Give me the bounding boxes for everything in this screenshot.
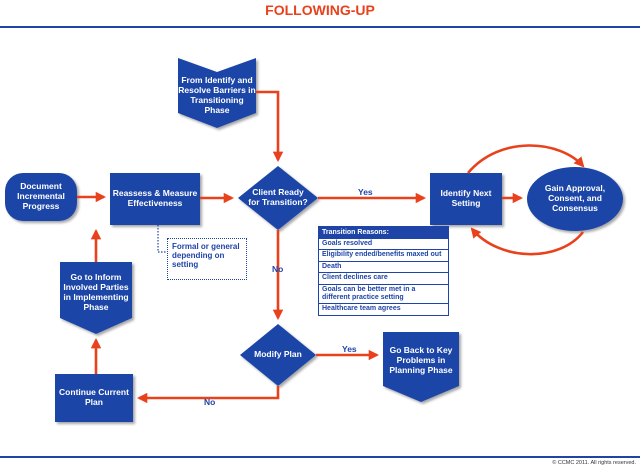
inform-parties-shape [60,262,132,334]
client-ready-shape [238,166,318,230]
transition-reason-item: Client declines care [319,272,448,283]
reassess-shape [110,173,200,225]
page-title: FOLLOWING-UP [265,2,375,18]
modify-plan-shape [240,324,316,386]
transition-reasons-box: Transition Reasons: Goals resolved Eligi… [318,226,449,316]
from-identify-shape [178,58,256,128]
document-progress-shape [5,173,77,221]
gain-approval-shape [527,167,623,231]
bottom-rule [0,456,640,458]
arrow-modify-no [136,386,280,404]
transition-reasons-header: Transition Reasons: [319,227,448,238]
top-rule [0,26,640,28]
arrow-loop-top [467,144,585,174]
copyright-notice: © CCMC 2011. All rights reserved. [552,460,636,466]
transition-reason-item: Goals can be better met in a different p… [319,283,448,304]
go-back-shape [383,332,459,402]
continue-plan-shape [55,374,133,422]
edge-label-no-modify: No [204,397,216,407]
edge-label-no-ready: No [272,264,284,274]
transition-reason-item: Goals resolved [319,238,448,249]
edge-label-yes-modify: Yes [342,344,357,354]
transition-reason-item: Eligibility ended/benefits maxed out [319,249,448,260]
arrow-loop-bottom [470,227,585,256]
identify-next-shape [430,173,502,225]
note-connector [157,225,167,253]
transition-reason-item: Healthcare team agrees [319,303,448,314]
arrow-from-identify-to-ready [256,90,284,163]
transition-reason-item: Death [319,260,448,272]
formal-general-note: Formal or general depending on setting [167,238,247,280]
edge-label-yes-ready: Yes [358,187,373,197]
